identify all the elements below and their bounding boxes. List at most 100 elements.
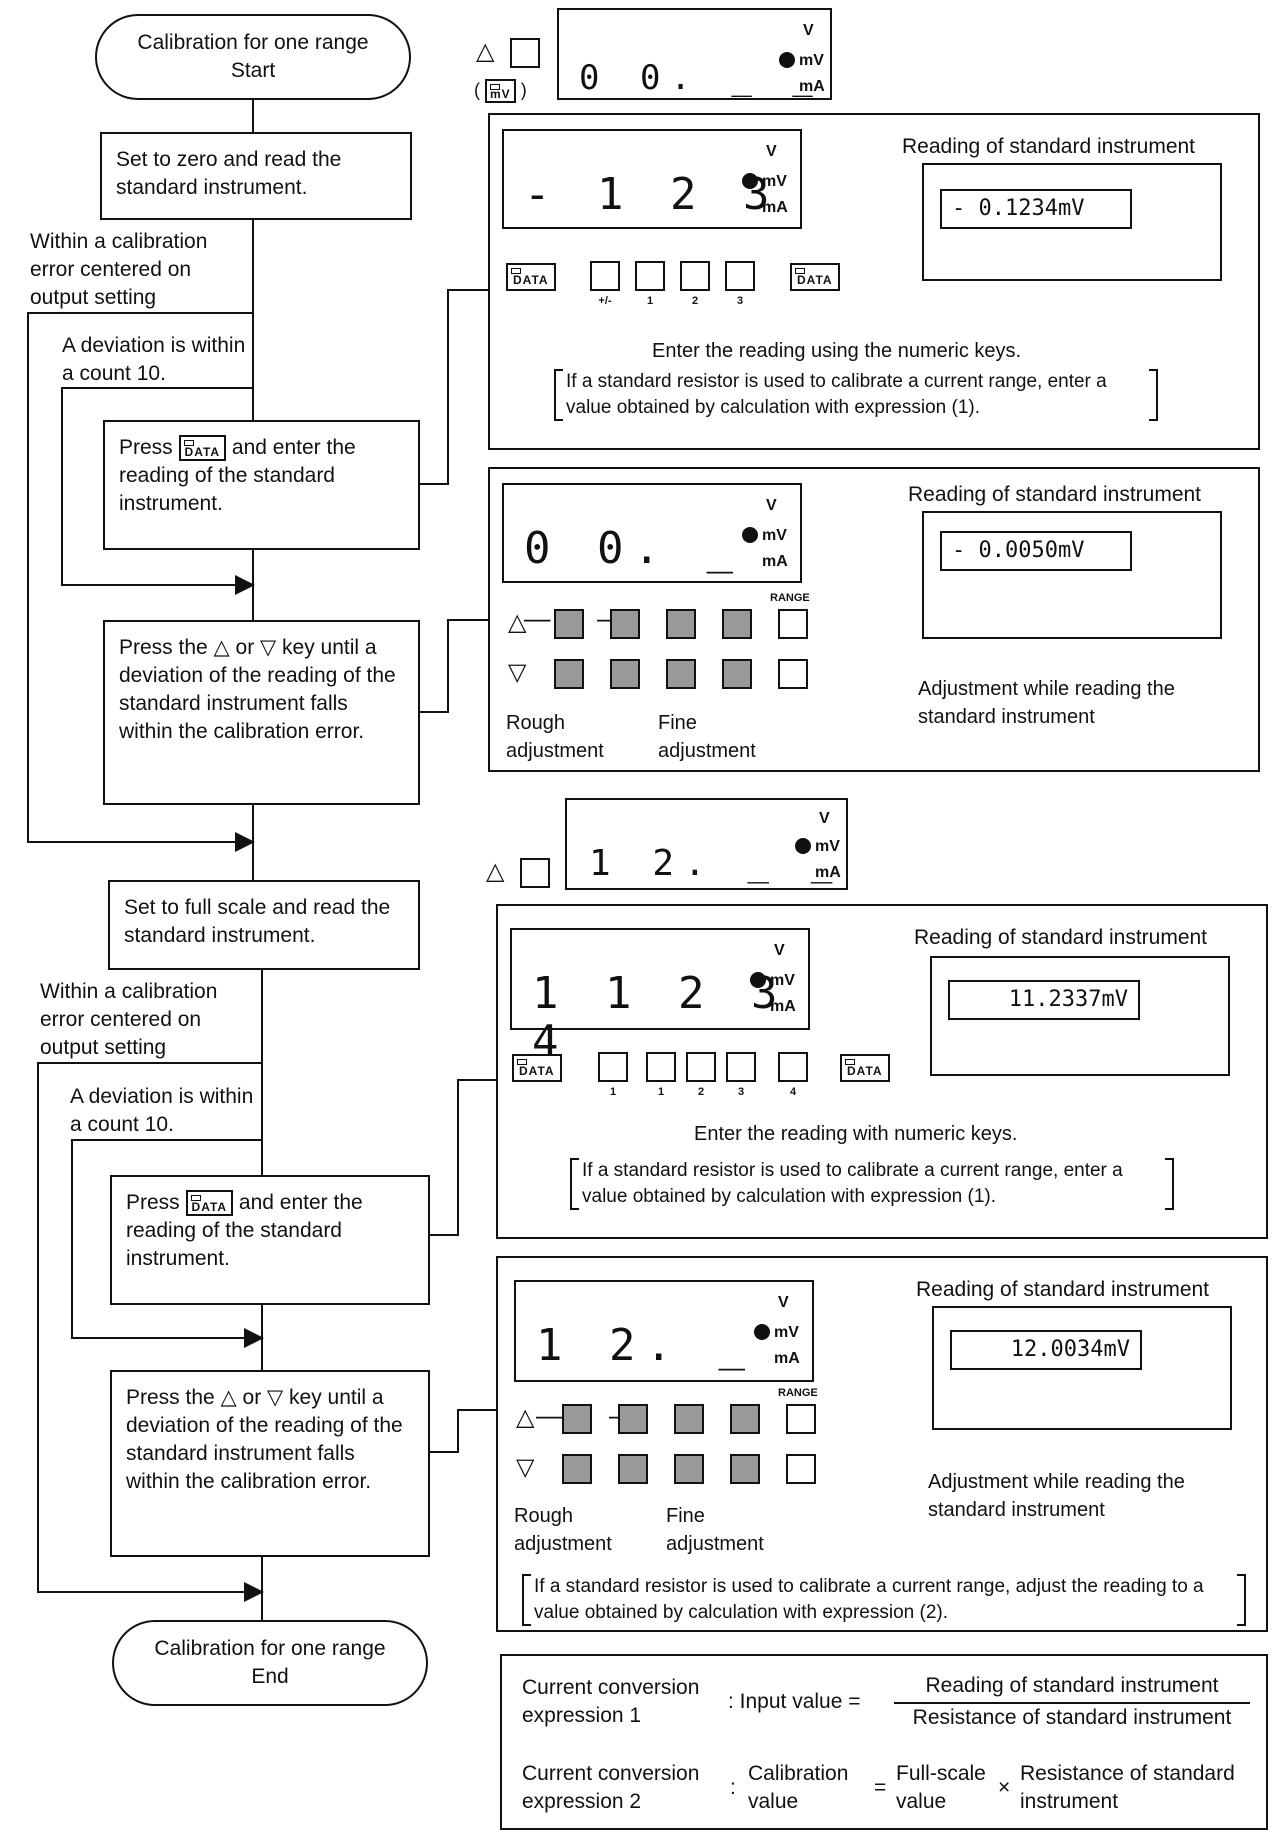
unit-ma: mA [815,864,841,881]
standard-reading: 12.0034mV [950,1330,1142,1370]
key-label-2: 2 [691,295,699,307]
start-terminal: Calibration for one range Start [95,14,411,100]
key-label-1: 1 [646,295,654,307]
expr2-equals: = [874,1776,887,1799]
unit-v: V [774,942,785,959]
expr2-times: × [998,1776,1011,1799]
panel-enter-reading-2: 1 1 2 3 4 V mV mA Reading of standard in… [496,904,1268,1239]
key-4[interactable] [778,1052,808,1082]
range-up-key[interactable] [778,609,808,639]
step-set-zero: Set to zero and read the standard instru… [100,132,412,220]
up-key-1[interactable] [562,1404,592,1434]
unit-mv: mV [799,52,824,69]
condition-count-10-1: A deviation is within a count 10. [62,334,246,385]
data-key-left[interactable]: DATA [506,263,556,291]
standard-instrument-box: - 0.0050mV [922,511,1222,639]
unit-mv: mV [815,838,840,855]
up-key-2[interactable] [610,609,640,639]
key-1b[interactable] [646,1052,676,1082]
expr2-colon: : [730,1776,736,1799]
unit-ma: mA [762,199,788,216]
down-key-4[interactable] [722,659,752,689]
unit-ma: mA [799,78,825,95]
condition-calibration-error-2: Within a calibration error centered on o… [40,980,218,1059]
down-key-3[interactable] [666,659,696,689]
step-adjust-2: Press the △ or ▽ key until a deviation o… [110,1370,430,1557]
mid-display-digits: 1 2. _ _ _ [589,843,843,932]
range-down-key[interactable] [778,659,808,689]
step-press-data-1: Press DATA and enter the reading of the … [103,420,420,550]
mid-up-key-icon: △ [486,858,505,885]
condition-count-10-2: A deviation is within a count 10. [70,1085,254,1136]
standard-reading: - 0.0050mV [940,531,1132,571]
adjustment-note: Adjustment while reading the standard in… [928,1471,1185,1521]
down-key-2[interactable] [618,1454,648,1484]
current-range-note: If a standard resistor is used to calibr… [554,369,1158,421]
range-up-key[interactable] [786,1404,816,1434]
press-rest: and enter the reading of the standard in… [119,436,356,515]
top-display-digits: 0 0. _ _ _ [579,58,823,146]
reading-title: Reading of standard instrument [908,483,1202,506]
expr1-numerator: Reading of standard instrument [925,1674,1219,1697]
unit-mv: mV [770,972,795,989]
up-key-4[interactable] [722,609,752,639]
key-label-3: 3 [737,1086,745,1098]
unit-ma: mA [774,1350,800,1367]
unit-v: V [766,143,777,160]
up-key-1[interactable] [554,609,584,639]
unit-ma: mA [770,998,796,1015]
down-key-2[interactable] [610,659,640,689]
key-sign[interactable] [590,261,620,291]
reading-title: Reading of standard instrument [902,135,1196,158]
expr2-resistance: Resistance of standard instrument [1020,1762,1235,1813]
mid-display: 1 2. _ _ _ V mV mA [565,798,848,932]
key-2[interactable] [680,261,710,291]
expr1-lhs: : Input value = [728,1690,861,1713]
up-key-4[interactable] [730,1404,760,1434]
panel2-display: 0 0. _ _ _ V mV mA [502,483,802,621]
unit-v: V [766,497,777,514]
panel-adjust-1: 0 0. _ _ _ V mV mA Reading of standard i… [488,467,1260,772]
standard-reading: - 0.1234mV [940,189,1132,229]
key-3[interactable] [726,1052,756,1082]
panel3-display: 1 1 2 3 4 V mV mA [510,928,810,1066]
reading-title: Reading of standard instrument [916,1278,1210,1301]
key-1a[interactable] [598,1052,628,1082]
up-key-2[interactable] [618,1404,648,1434]
key-label-1b: 1 [657,1086,665,1098]
current-range-note: If a standard resistor is used to calibr… [522,1574,1246,1626]
key-3[interactable] [725,261,755,291]
down-key-4[interactable] [730,1454,760,1484]
data-key-right[interactable]: DATA [790,263,840,291]
conversion-formulas: Current conversion expression 1 : Input … [500,1654,1268,1830]
panel2-digits: 0 0. _ _ _ [524,523,743,622]
key-2[interactable] [686,1052,716,1082]
down-key-1[interactable] [554,659,584,689]
panel-adjust-2: 1 2. _ _ _ V mV mA Reading of standard i… [496,1256,1268,1632]
press-label: Press [126,1191,180,1214]
down-key-icon: ▽ [508,659,527,686]
key-label-sign: +/- [598,295,612,307]
enter-instruction: Enter the reading using the numeric keys… [652,340,1022,362]
rough-label: Rough adjustment [506,712,604,762]
unit-mv: mV [774,1324,799,1341]
press-rest: and enter the reading of the standard in… [126,1191,363,1270]
up-key-3[interactable] [674,1404,704,1434]
down-key-1[interactable] [562,1454,592,1484]
fraction-bar [894,1702,1250,1704]
key-1[interactable] [635,261,665,291]
top-key [510,38,540,68]
range-down-key[interactable] [786,1454,816,1484]
unit-mv: mV [762,527,787,544]
standard-instrument-box: - 0.1234mV [922,163,1222,281]
down-key-3[interactable] [674,1454,704,1484]
step-press-data-2: Press DATA and enter the reading of the … [110,1175,430,1305]
data-key-left[interactable]: DATA [512,1054,562,1082]
step-adjust-1: Press the △ or ▽ key until a deviation o… [103,620,420,805]
top-up-key-icon: △ [476,38,495,65]
unit-v: V [803,22,814,39]
up-key-3[interactable] [666,609,696,639]
mv-indicator-dot [742,173,758,189]
data-key-right[interactable]: DATA [840,1054,890,1082]
